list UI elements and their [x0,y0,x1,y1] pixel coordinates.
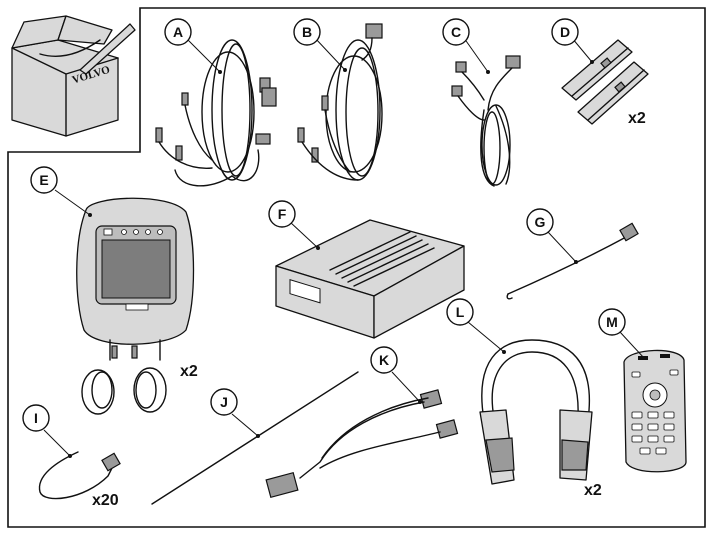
callout-f-label: F [278,206,287,222]
part-c-video-cable [451,55,521,187]
qty-l: x2 [584,482,602,499]
callout-l: L [446,298,474,326]
qty-e: x2 [180,363,198,380]
callout-i: I [22,404,50,432]
callout-j-label: J [220,394,228,410]
part-d-clips [561,39,649,125]
part-b-cable-harness [297,23,383,181]
callout-d: D [551,18,579,46]
callout-c-label: C [451,24,461,40]
callout-e-label: E [39,172,48,188]
callout-i-label: I [34,410,38,426]
kit-box: VOLVO [11,15,136,137]
part-a-cable-harness [155,39,277,187]
part-e-headrest-monitor [76,197,195,415]
part-k-adapter-cable [265,389,459,499]
callout-b: B [293,18,321,46]
callout-e: E [30,166,58,194]
callout-m-label: M [606,314,618,330]
part-l-headphones [479,339,593,485]
callout-l-label: L [456,304,465,320]
callout-j: J [210,388,238,416]
callout-g: G [526,208,554,236]
callout-a-label: A [173,24,183,40]
callout-g-label: G [535,214,546,230]
part-f-control-box [275,219,465,339]
part-m-remote-control [623,349,687,473]
callout-a: A [164,18,192,46]
part-j-rod [151,371,359,505]
qty-d: x2 [628,110,646,127]
callout-k-label: K [379,352,389,368]
callout-b-label: B [302,24,312,40]
part-g-cable-tie [506,222,639,300]
diagram-frame [7,7,706,528]
callout-f: F [268,200,296,228]
callout-k: K [370,346,398,374]
callout-m: M [598,308,626,336]
callout-d-label: D [560,24,570,40]
qty-i: x20 [92,492,119,509]
part-i-cable-ties [38,451,121,500]
callout-c: C [442,18,470,46]
